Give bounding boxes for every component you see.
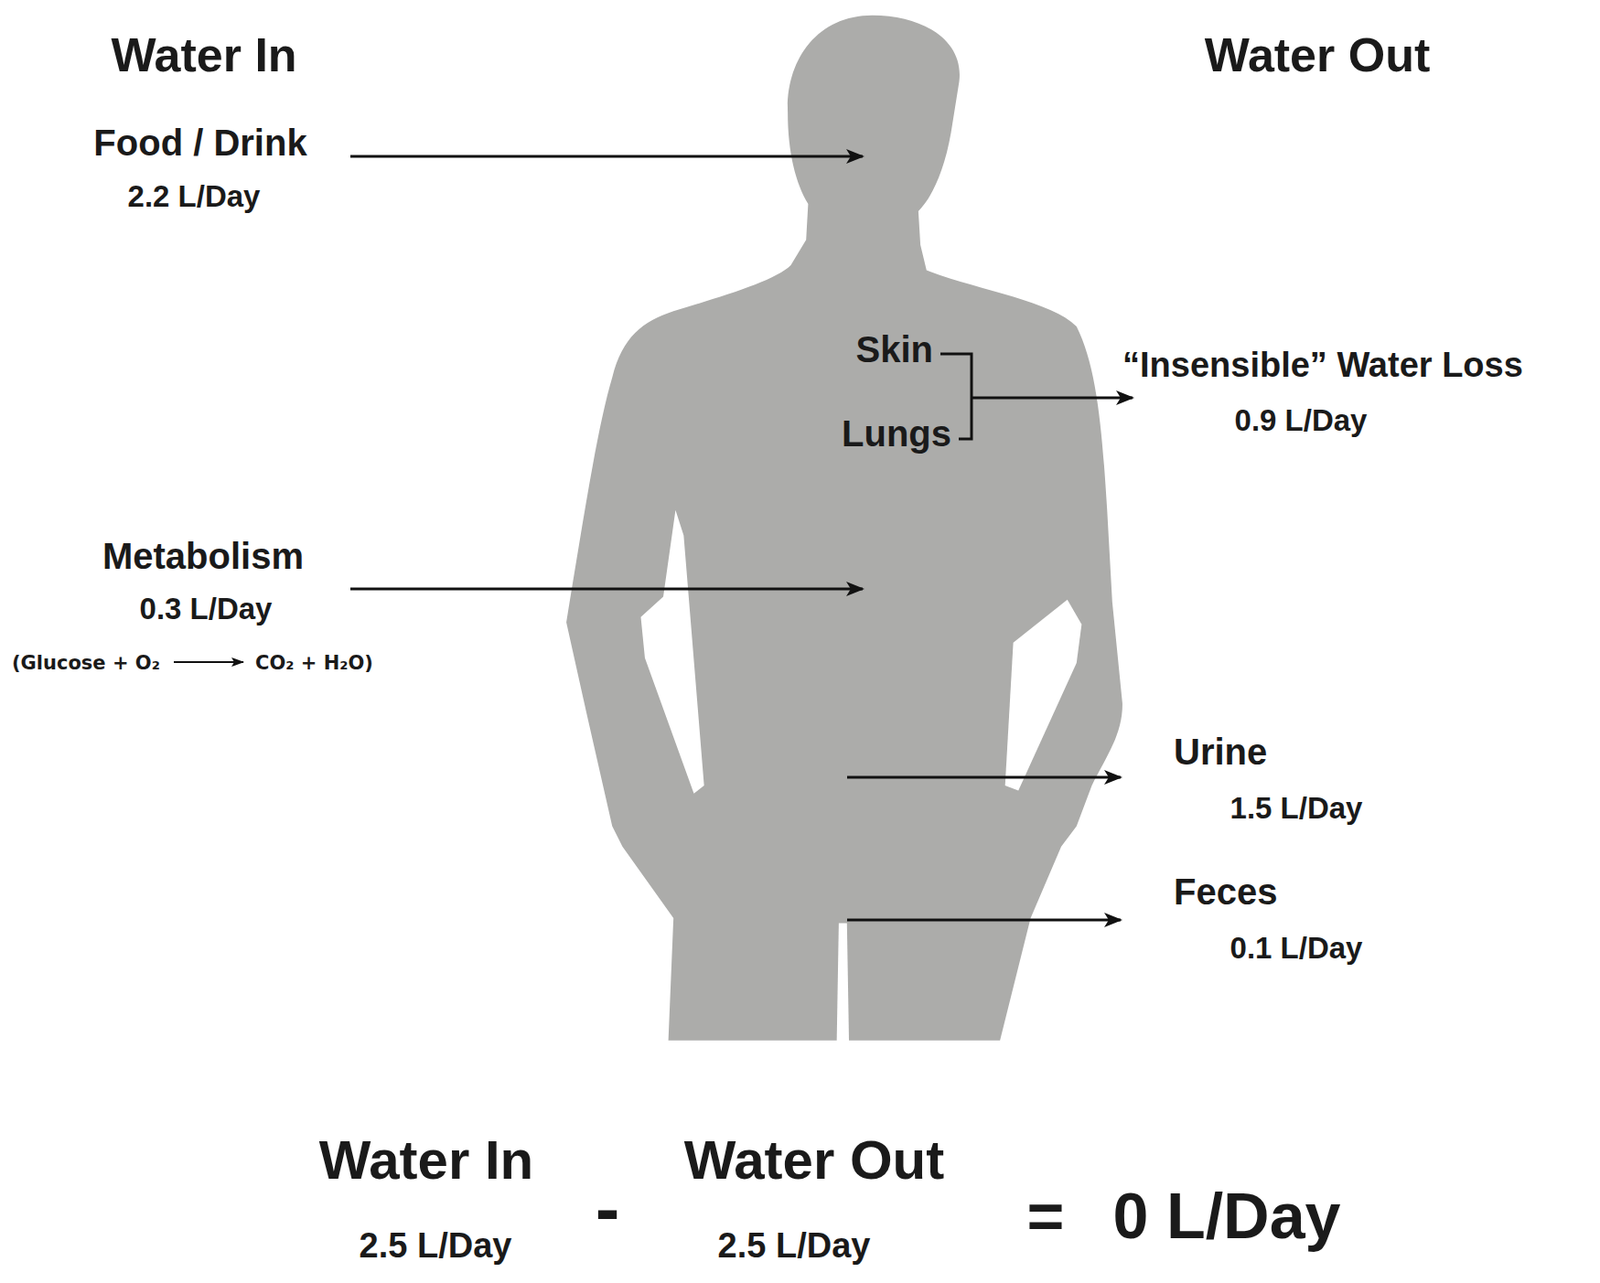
intake-label: Metabolism (102, 535, 304, 578)
equation-value: 2.5 L/Day (359, 1226, 513, 1268)
equation-value: 2.5 L/Day (718, 1226, 871, 1268)
rate-value: 0.3 L/Day (139, 591, 273, 627)
minus-sign: - (595, 1167, 621, 1252)
organ-label: Skin (856, 328, 934, 371)
equals-sign: = (1027, 1180, 1065, 1255)
output-label: Feces (1173, 870, 1278, 913)
column-heading: Water Out (1204, 28, 1431, 84)
flow-arrows (173, 156, 1133, 921)
output-label: “Insensible” Water Loss (1122, 345, 1524, 387)
organ-label: Lungs (841, 412, 952, 455)
intake-label: Food / Drink (93, 121, 307, 164)
reaction-formula: CO₂ + H₂O) (255, 652, 374, 675)
human-silhouette (566, 15, 1123, 1042)
equation-result: 0 L/Day (1113, 1180, 1342, 1255)
rate-value: 2.2 L/Day (128, 179, 261, 215)
rate-value: 1.5 L/Day (1230, 791, 1364, 827)
equation-term: Water Out (684, 1128, 945, 1192)
reaction-formula: (Glucose + O₂ (11, 652, 161, 675)
column-heading: Water In (110, 28, 297, 84)
rate-value: 0.9 L/Day (1234, 403, 1368, 439)
output-label: Urine (1173, 730, 1268, 774)
equation-term: Water In (319, 1128, 534, 1192)
rate-value: 0.1 L/Day (1230, 931, 1364, 967)
